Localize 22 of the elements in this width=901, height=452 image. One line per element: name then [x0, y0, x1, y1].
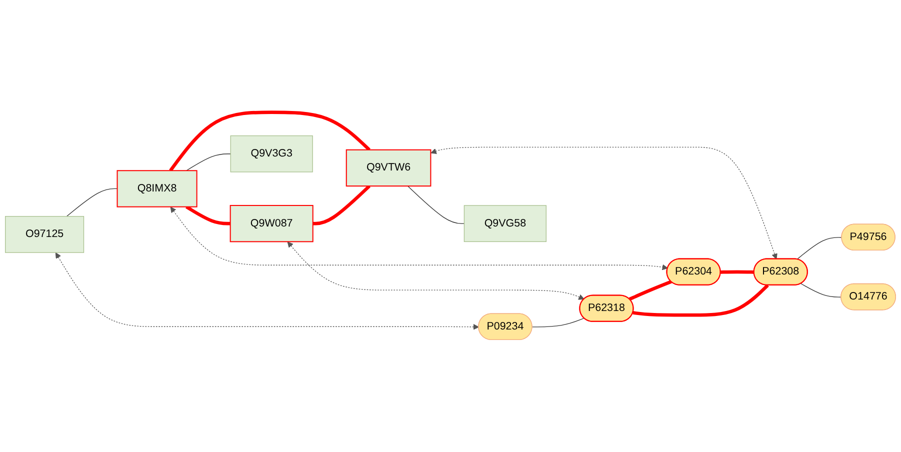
connector [169, 110, 371, 172]
node-box: Q8IMX8 [116, 170, 198, 208]
connector [407, 186, 465, 224]
arrow [170, 206, 668, 270]
connector [800, 283, 842, 298]
node-box: Q9VG58 [464, 205, 546, 242]
arrow [430, 146, 778, 260]
arrow [287, 242, 584, 300]
connector [632, 284, 769, 317]
connector [532, 318, 584, 328]
node-box: Q9V3G3 [230, 135, 313, 172]
connector [720, 270, 754, 274]
connector [628, 280, 672, 301]
connector [186, 154, 231, 171]
arrow [55, 252, 480, 330]
node-box: O97125 [5, 216, 84, 253]
connector [66, 188, 118, 217]
node-box: Q9W087 [230, 204, 314, 242]
connector [312, 184, 371, 226]
node-box: Q9VTW6 [346, 149, 432, 187]
connector [186, 205, 230, 226]
connector [796, 237, 842, 260]
